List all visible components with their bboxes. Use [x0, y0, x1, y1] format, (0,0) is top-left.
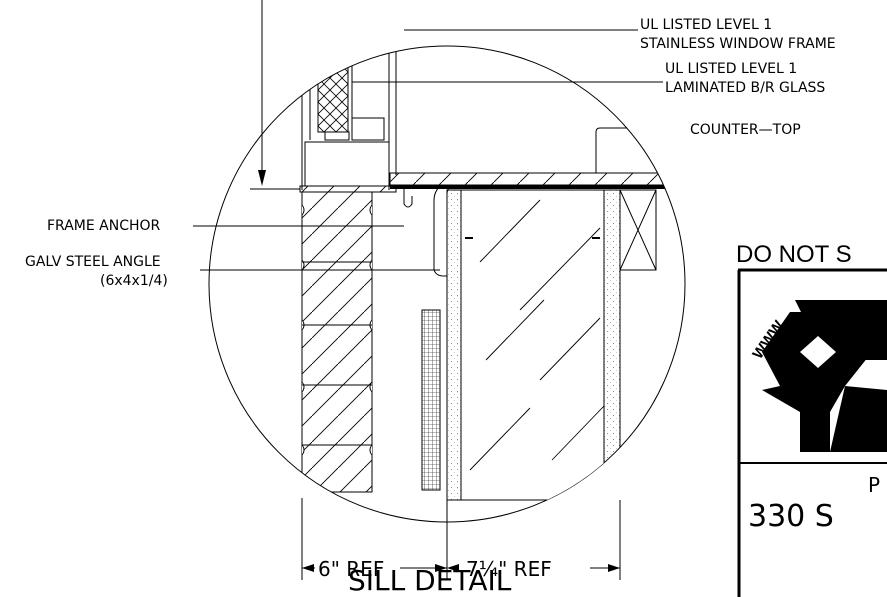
masonry-wall	[301, 191, 373, 493]
title-block-line2: 330 S	[748, 499, 834, 534]
angle-label-line1: GALV STEEL ANGLE	[25, 254, 161, 270]
glass-label-line1: UL LISTED LEVEL 1	[665, 61, 797, 77]
dimension-left: 6" REF	[318, 557, 384, 581]
infill-panel	[317, 46, 349, 133]
title-block-notice: DO NOT S	[736, 241, 852, 268]
counter-top-label: COUNTER—TOP	[690, 122, 801, 138]
glass-label-line2: LAMINATED B/R GLASS	[665, 80, 825, 96]
section-geometry	[299, 46, 685, 501]
frame-anchor-label: FRAME ANCHOR	[47, 218, 161, 234]
drawing-title: SILL DETAIL	[348, 564, 512, 597]
steel-angle	[396, 185, 456, 277]
frame-anchor	[403, 186, 413, 208]
company-logo: WWW.	[749, 300, 887, 452]
angle-label-line2: (6x4x1/4)	[100, 273, 168, 289]
frame-label-line1: UL LISTED LEVEL 1	[640, 17, 772, 33]
dimension-right: 7¼" REF	[466, 557, 552, 581]
stone-panel-right	[603, 189, 621, 501]
counter-top	[389, 172, 685, 186]
window-frame-sill	[304, 141, 390, 187]
frame-label-line2: STAINLESS WINDOW FRAME	[640, 36, 836, 52]
stone-panel-left	[446, 189, 462, 501]
title-block: WWW. P 330 S	[737, 268, 887, 597]
glazing-stop	[351, 117, 385, 141]
dimension-line: 6" REF 7¼" REF	[301, 498, 621, 581]
title-block-line1: P	[868, 473, 880, 497]
mesh-strip	[421, 309, 441, 491]
